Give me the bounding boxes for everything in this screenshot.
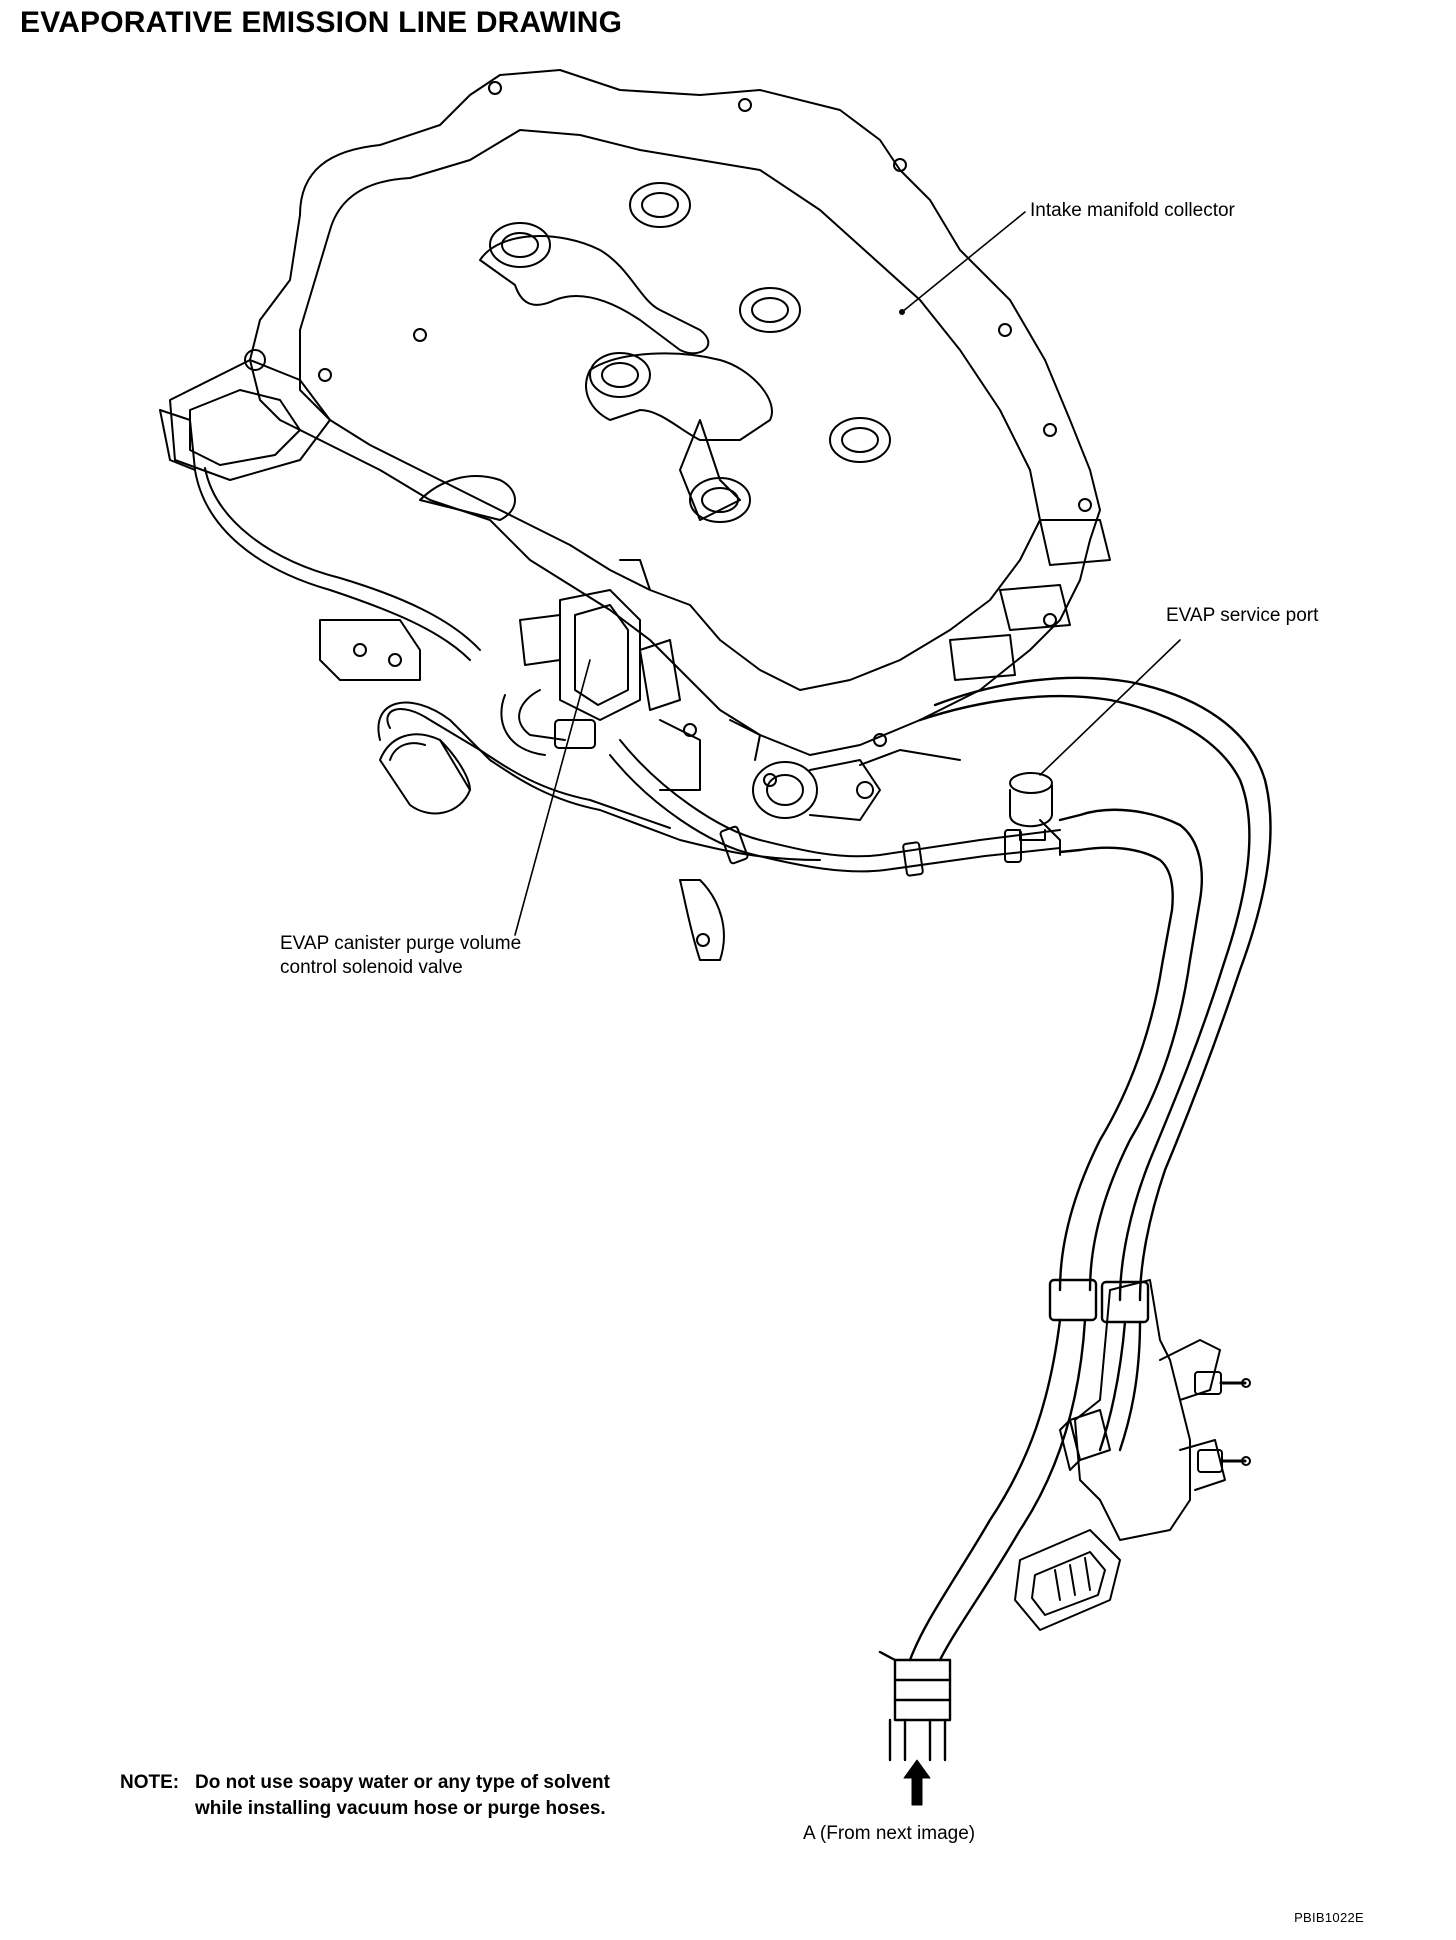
figure-code: PBIB1022E bbox=[1294, 1910, 1364, 1925]
purge-valve-label-line2: control solenoid valve bbox=[280, 957, 463, 978]
purge-volume-control-solenoid-valve bbox=[500, 559, 701, 791]
purge-valve-leader bbox=[514, 659, 591, 936]
evap-service-port-label: EVAP service port bbox=[1166, 605, 1319, 626]
purge-hose bbox=[609, 739, 1061, 877]
purge-valve-label-line1: EVAP canister purge volume bbox=[280, 933, 522, 954]
arrow-a-icon bbox=[903, 1759, 931, 1806]
note-line1: Do not use soapy water or any type of so… bbox=[195, 1772, 610, 1793]
vacuum-line-left bbox=[194, 467, 821, 961]
main-purge-hose bbox=[878, 676, 1272, 1762]
fuel-pressure-component bbox=[729, 719, 961, 821]
evap-service-port-leader bbox=[1039, 639, 1181, 776]
intake-manifold-leader bbox=[901, 211, 1026, 313]
mounting-bracket bbox=[1014, 1279, 1251, 1631]
note-line2: while installing vacuum hose or purge ho… bbox=[195, 1798, 606, 1819]
evap-service-port bbox=[1009, 772, 1061, 856]
note-prefix: NOTE: bbox=[120, 1772, 180, 1793]
from-next-image-label: A (From next image) bbox=[803, 1823, 976, 1844]
diagram-title: EVAPORATIVE EMISSION LINE DRAWING bbox=[20, 6, 623, 39]
intake-manifold-collector bbox=[159, 69, 1111, 756]
intake-manifold-label: Intake manifold collector bbox=[1030, 200, 1235, 221]
installation-note: NOTE: Do not use soapy water or any type … bbox=[120, 1770, 610, 1822]
